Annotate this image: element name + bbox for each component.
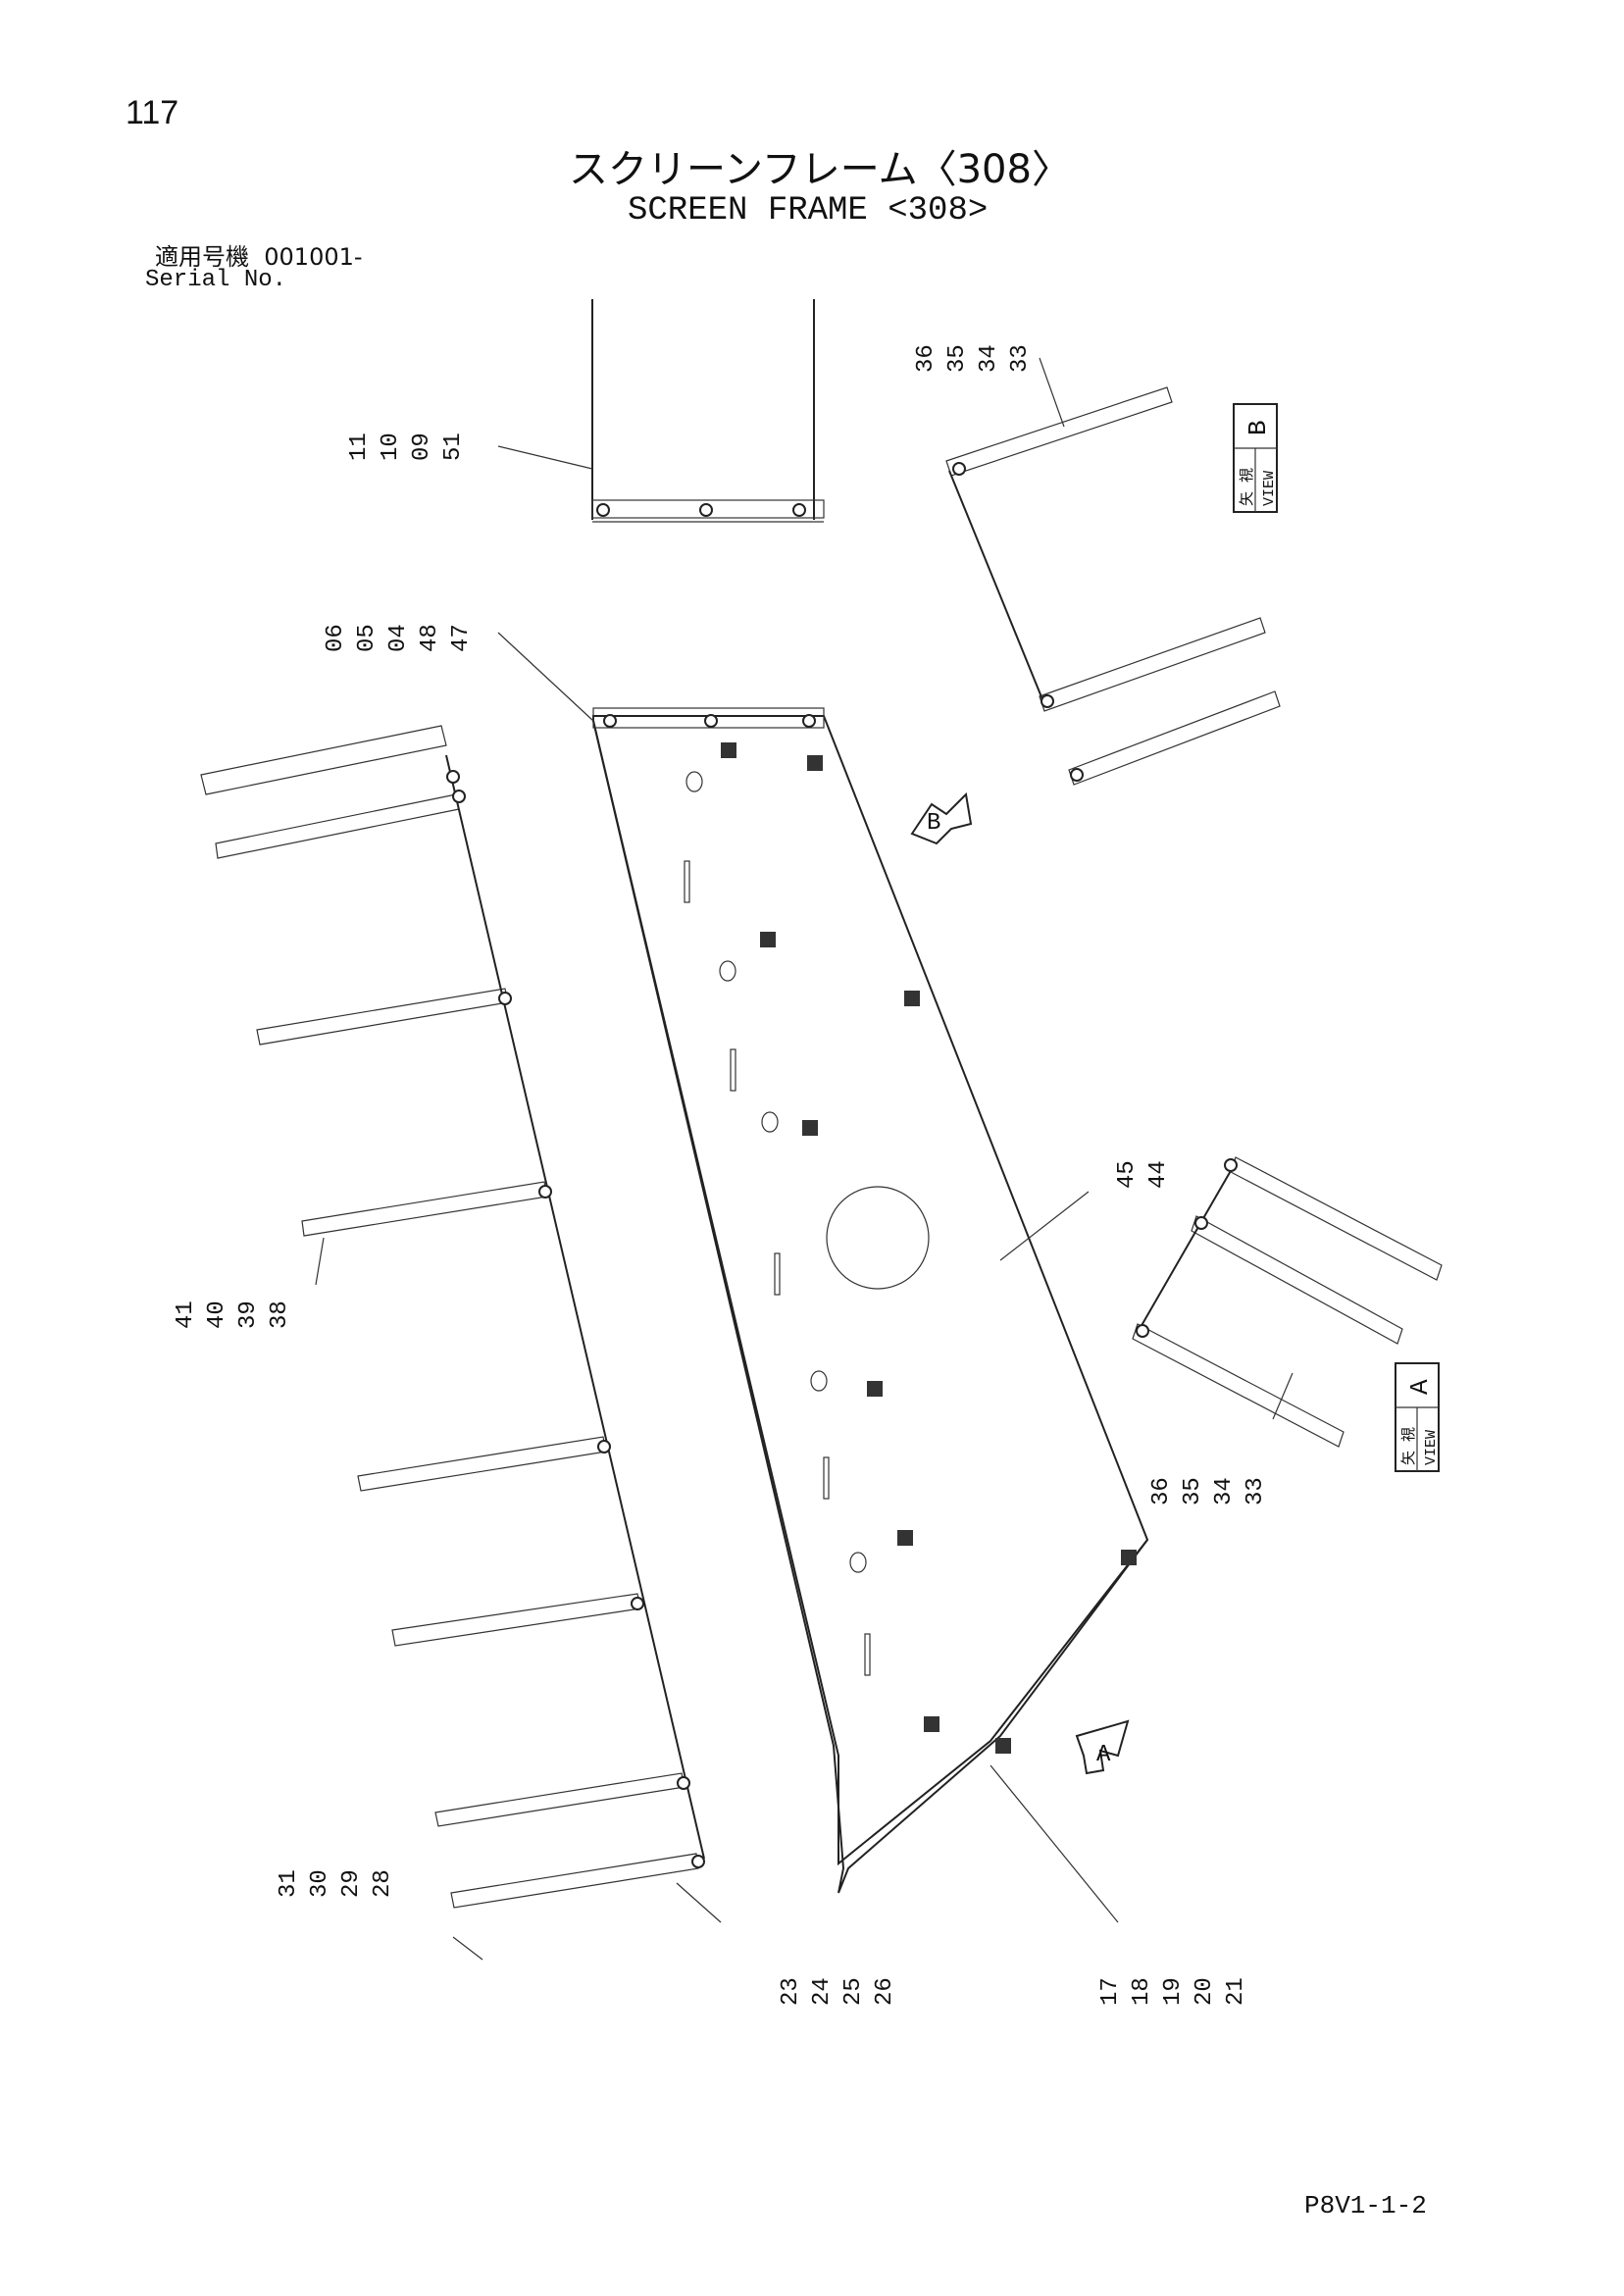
- callout-number: 09: [409, 433, 435, 461]
- callout-number: 06: [323, 624, 349, 652]
- serial-label-jp: 適用号機: [155, 243, 249, 271]
- document-code: P8V1-1-2: [1304, 2191, 1427, 2220]
- callout-number: 30: [307, 1869, 333, 1898]
- view-a-en: VIEW: [1423, 1430, 1440, 1465]
- callout-number: 33: [1243, 1477, 1269, 1505]
- page-number: 117: [126, 94, 179, 131]
- callout-number: 36: [1148, 1477, 1175, 1505]
- callout-number: 18: [1129, 1977, 1155, 2006]
- callout-number: 36: [913, 344, 939, 373]
- callout-number: 10: [378, 433, 404, 461]
- view-b-jp: 矢 視: [1239, 468, 1256, 506]
- callout-number: 31: [276, 1869, 302, 1898]
- left-rail-parts: [200, 725, 705, 1909]
- main-frame-plate: [592, 707, 1149, 1894]
- callout-number: 35: [944, 344, 971, 373]
- leader-line-bottom-left: [452, 1936, 483, 1961]
- callout-number: 35: [1180, 1477, 1206, 1505]
- callout-group-top-frame: 06 05 04 48 47: [323, 624, 475, 652]
- callout-group-left: 41 40 39 38: [173, 1301, 293, 1329]
- callout-number: 04: [385, 624, 412, 652]
- callout-group-bottom-mid: 23 24 25 26: [778, 1977, 898, 2006]
- leader-line-left: [315, 1237, 325, 1286]
- serial-number-label-japanese: 適用号機 001001-: [155, 237, 363, 272]
- view-arrow-a-letter: A: [1096, 1742, 1111, 1768]
- top-plate-part: [591, 299, 825, 523]
- callout-group-view-a: 36 35 34 33: [1148, 1477, 1269, 1505]
- view-a-letter: A: [1405, 1379, 1435, 1395]
- callout-group-view-b: 36 35 34 33: [913, 344, 1034, 373]
- callout-number: 41: [173, 1301, 199, 1329]
- view-arrow-b: B: [910, 791, 973, 845]
- callout-number: 45: [1114, 1160, 1141, 1189]
- callout-number: 34: [1211, 1477, 1238, 1505]
- callout-number: 51: [440, 433, 467, 461]
- callout-number: 25: [840, 1977, 867, 2006]
- view-b-letter: B: [1243, 420, 1273, 435]
- callout-number: 34: [976, 344, 1002, 373]
- view-b-en: VIEW: [1261, 471, 1278, 506]
- callout-number: 23: [778, 1977, 804, 2006]
- callout-number: 11: [346, 433, 373, 461]
- callout-number: 21: [1223, 1977, 1249, 2006]
- callout-number: 44: [1145, 1160, 1172, 1189]
- leader-line-view-b: [1039, 357, 1065, 428]
- view-arrow-a: A: [1075, 1719, 1130, 1775]
- callout-number: 29: [338, 1869, 365, 1898]
- view-arrow-b-letter: B: [927, 810, 940, 837]
- callout-group-bottom-left: 31 30 29 28: [276, 1869, 396, 1898]
- leader-line-bottom-right: [990, 1764, 1119, 1923]
- callout-number: 28: [370, 1869, 396, 1898]
- view-b-parts: [945, 386, 1281, 786]
- callout-number: 47: [448, 624, 475, 652]
- callout-group-top: 11 10 09 51: [346, 433, 467, 461]
- view-a-label-box: 矢 視 VIEW A: [1395, 1362, 1440, 1472]
- serial-number-label-english: Serial No.: [145, 267, 287, 293]
- callout-number: 17: [1097, 1977, 1124, 2006]
- callout-number: 33: [1007, 344, 1034, 373]
- leader-line-bottom-mid: [676, 1882, 722, 1923]
- leader-line-center: [999, 1191, 1090, 1261]
- callout-number: 19: [1160, 1977, 1187, 2006]
- leader-line-top: [497, 445, 593, 470]
- view-a-parts: [1132, 1156, 1443, 1448]
- callout-number: 20: [1192, 1977, 1218, 2006]
- callout-number: 05: [354, 624, 381, 652]
- page-title-japanese: スクリーンフレーム〈308〉: [569, 147, 1071, 192]
- callout-group-center: 45 44: [1114, 1160, 1172, 1189]
- callout-number: 48: [417, 624, 443, 652]
- view-a-jp: 矢 視: [1400, 1427, 1418, 1465]
- leader-line-frame: [497, 632, 594, 722]
- callout-number: 40: [204, 1301, 230, 1329]
- leader-line-view-a: [1272, 1372, 1294, 1420]
- callout-group-bottom-right: 17 18 19 20 21: [1097, 1977, 1249, 2006]
- serial-value: 001001-: [264, 243, 363, 271]
- callout-number: 26: [872, 1977, 898, 2006]
- callout-number: 38: [267, 1301, 293, 1329]
- callout-number: 39: [235, 1301, 262, 1329]
- page-title-english: SCREEN FRAME <308>: [628, 192, 989, 230]
- callout-number: 24: [809, 1977, 836, 2006]
- view-b-label-box: 矢 視 VIEW B: [1233, 403, 1278, 513]
